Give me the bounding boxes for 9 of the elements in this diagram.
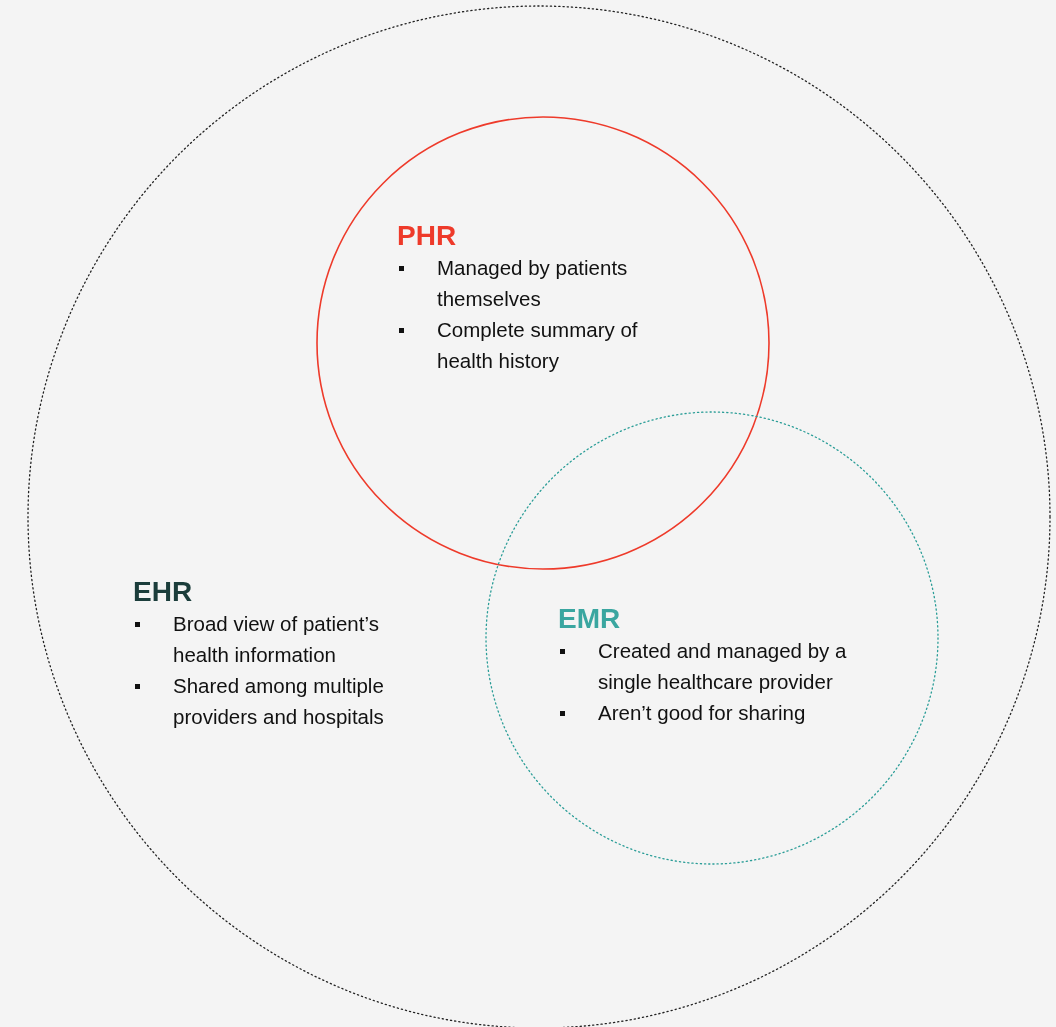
list-item: Aren’t good for sharing <box>598 700 806 726</box>
list-item: Broad view of patient’s health information <box>173 611 380 668</box>
list-item: Shared among multiple providers and hospitals <box>173 673 385 730</box>
list-item: Managed by patients themselves <box>437 255 629 312</box>
heading: EMR <box>558 603 621 635</box>
list-item: Complete summary of health history <box>437 317 639 374</box>
heading: EHR <box>133 576 193 608</box>
heading: PHR <box>397 220 457 252</box>
list-item: Created and managed by a single healthcare provider <box>598 638 848 695</box>
